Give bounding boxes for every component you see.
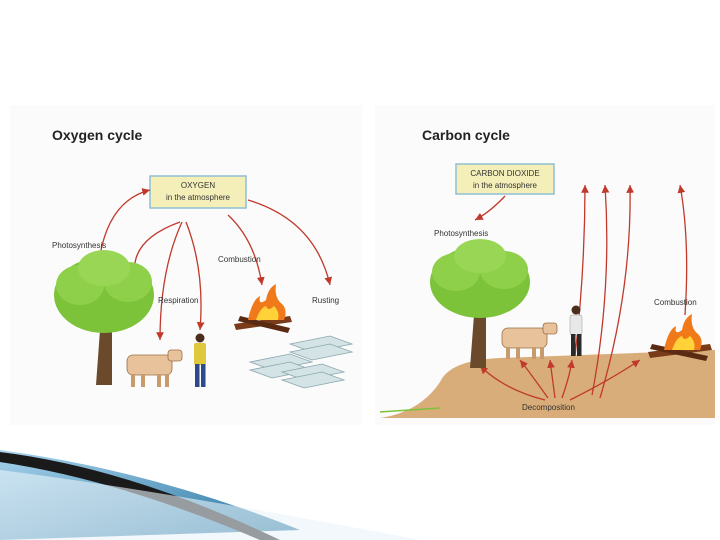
combustion-label: Combustion — [218, 255, 261, 264]
oxygen-cycle-panel: Oxygen cycle OXYGEN in the atmosphere Ph… — [10, 105, 362, 425]
oxygen-cycle-title: Oxygen cycle — [52, 127, 142, 143]
carbon-box-subtitle: in the atmosphere — [473, 181, 538, 190]
corner-light-swoosh — [0, 470, 420, 540]
oxygen-box-subtitle: in the atmosphere — [166, 193, 231, 202]
decomposition-label: Decomposition — [522, 403, 575, 412]
carbon-box-title: CARBON DIOXIDE — [470, 169, 539, 178]
carbon-atmosphere-box: CARBON DIOXIDE in the atmosphere — [456, 164, 554, 194]
carbon-combustion-label: Combustion — [654, 298, 697, 307]
respiration-label: Respiration — [158, 296, 198, 305]
carbon-photosynthesis-label: Photosynthesis — [434, 229, 488, 238]
oxygen-box-title: OXYGEN — [181, 181, 215, 190]
photosynthesis-label: Photosynthesis — [52, 241, 106, 250]
rusting-label: Rusting — [312, 296, 339, 305]
carbon-cycle-title: Carbon cycle — [422, 127, 510, 143]
oxygen-atmosphere-box: OXYGEN in the atmosphere — [150, 176, 246, 208]
carbon-cycle-panel: Carbon cycle CARBON DIOXIDE in the atmos… — [375, 105, 715, 425]
corner-decoration — [0, 450, 420, 540]
